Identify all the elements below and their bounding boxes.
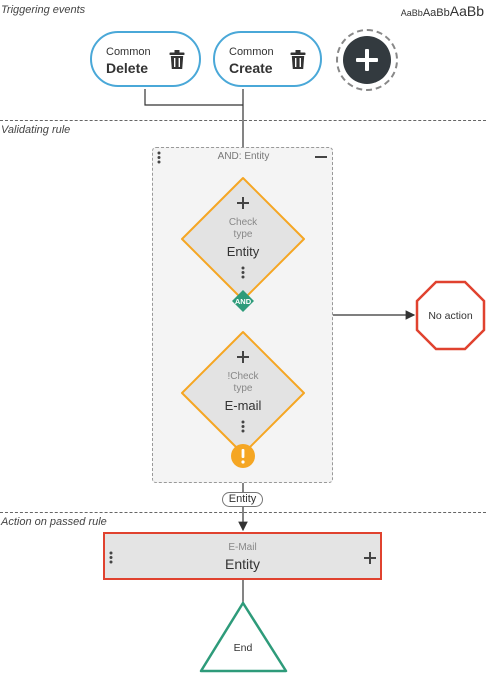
font-sample-medium[interactable]: AaBb <box>422 7 450 19</box>
section-divider <box>0 512 486 513</box>
section-label-action: Action on passed rule <box>1 516 107 528</box>
condition-menu-icon[interactable] <box>241 266 245 279</box>
trigger-category: Common <box>106 46 151 58</box>
trash-icon[interactable] <box>169 50 185 70</box>
end-label: End <box>234 642 253 654</box>
condition-label: !Check type E-mail <box>193 371 293 414</box>
plus-icon[interactable] <box>236 196 250 210</box>
font-sample-small[interactable]: AaBb <box>400 8 423 18</box>
condition-value: Entity <box>226 244 260 259</box>
and-connector-badge[interactable]: AND <box>231 289 255 313</box>
and-label: AND <box>235 297 252 306</box>
trigger-category: Common <box>229 46 274 58</box>
trigger-name: Delete <box>106 60 149 76</box>
condition-line1: Check <box>228 217 258 228</box>
end-node[interactable]: End <box>199 601 289 673</box>
link-label-entity[interactable]: Entity <box>222 492 263 507</box>
trash-icon[interactable] <box>290 50 306 70</box>
group-menu-icon[interactable] <box>157 151 161 164</box>
section-label-validating: Validating rule <box>1 124 71 136</box>
action-value: Entity <box>224 556 260 572</box>
section-label-triggering: Triggering events <box>1 4 86 16</box>
plus-icon[interactable] <box>236 350 250 364</box>
condition-label: Check type Entity <box>193 217 293 260</box>
group-title: AND: Entity <box>217 151 270 162</box>
condition-line1: !Check <box>227 371 259 382</box>
font-size-sample[interactable]: AaBbAaBbAaBb <box>401 3 484 21</box>
no-action-node[interactable]: No action <box>415 280 486 351</box>
plus-icon <box>356 49 378 71</box>
font-sample-large[interactable]: AaBb <box>449 3 484 19</box>
trigger-delete[interactable]: Common Delete <box>90 31 201 87</box>
action-type: E-Mail <box>228 542 257 553</box>
condition-value: E-mail <box>224 398 262 413</box>
action-menu-icon[interactable] <box>109 551 113 564</box>
section-divider <box>0 120 486 121</box>
condition-line2: type <box>233 383 253 394</box>
trigger-name: Create <box>229 60 273 76</box>
no-action-label: No action <box>428 310 473 322</box>
plus-icon[interactable] <box>363 551 377 565</box>
exclamation-icon[interactable] <box>231 444 255 468</box>
condition-menu-icon[interactable] <box>241 420 245 433</box>
minus-icon[interactable] <box>314 152 328 162</box>
trigger-create[interactable]: Common Create <box>213 31 322 87</box>
action-node[interactable]: E-Mail Entity <box>103 532 382 580</box>
add-trigger-button[interactable] <box>336 29 398 91</box>
condition-line2: type <box>233 229 253 240</box>
